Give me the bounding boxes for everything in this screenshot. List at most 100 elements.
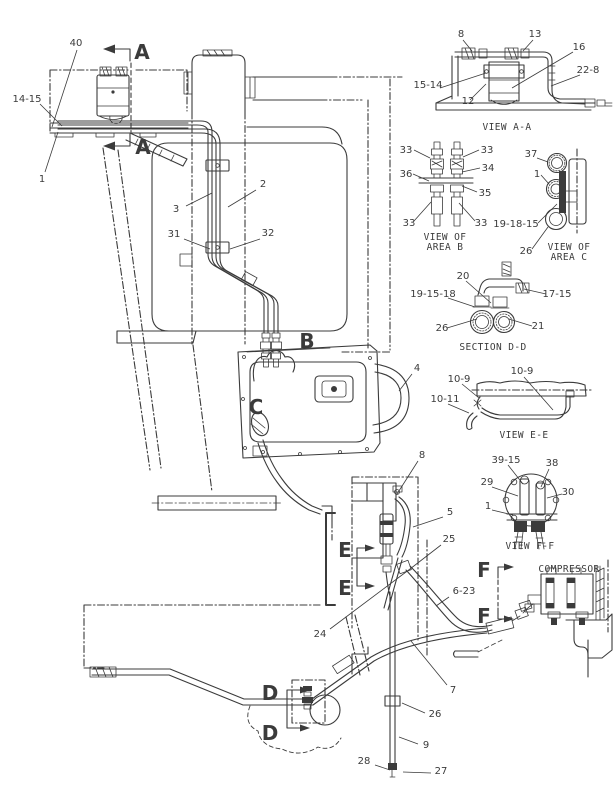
receiver-drier-shelf (49, 66, 189, 167)
section-letter-E: E (338, 538, 352, 562)
callout-view-f-f-39-15: 39-15 (491, 455, 520, 466)
caption-view-of-area-c-1: VIEW OF (548, 242, 591, 253)
console-switch (314, 375, 354, 403)
console (237, 344, 410, 459)
view-f-f-inset (491, 464, 563, 550)
e-assembly (345, 476, 428, 676)
section-letter-C: C (249, 395, 264, 419)
callout-view-a-a-22-8: 22-8 (577, 65, 600, 76)
callout-main-14-15: 14-15 (12, 94, 41, 105)
callout-view-of-area-c-19-18-15: 19-18-15 (493, 219, 538, 230)
main-assembly-view (39, 44, 613, 778)
callout-view-e-e-10-9: 10-9 (448, 374, 471, 385)
section-letter-F: F (477, 604, 491, 628)
d-detail (247, 679, 342, 754)
callout-view-of-area-b-33: 33 (475, 218, 488, 229)
compressor (497, 559, 613, 678)
section-letter-D: D (262, 721, 279, 745)
section-letter-E: E (338, 576, 352, 600)
section-a-markers (103, 44, 132, 151)
console-handle (372, 363, 410, 434)
section-letter-D: D (262, 681, 279, 705)
callout-view-of-area-b-33: 33 (481, 145, 494, 156)
callout-view-e-e-10-9: 10-9 (511, 366, 534, 377)
section-letter-A: A (135, 135, 151, 159)
receiver-drier-canister (96, 74, 130, 117)
caption-compressor: COMPRESSOR (538, 564, 599, 575)
callout-main-24: 24 (314, 629, 327, 640)
callout-view-f-f-1: 1 (485, 501, 491, 512)
caption-view-of-area-c-2: AREA C (551, 252, 588, 263)
section-d-d-inset (446, 261, 547, 335)
callout-section-d-d-26: 26 (436, 323, 449, 334)
callout-view-a-a-8: 8 (458, 29, 464, 40)
caption-view-of-area-b-2: AREA B (427, 242, 464, 253)
callout-section-d-d-21: 21 (532, 321, 545, 332)
compressor-hose (405, 565, 535, 658)
callout-main-25: 25 (443, 534, 456, 545)
callout-view-of-area-c-37: 37 (525, 149, 538, 160)
section-arrow-f-icon (504, 563, 514, 623)
cab-outline (102, 142, 348, 511)
callout-view-f-f-30: 30 (562, 487, 575, 498)
callout-main-5: 5 (447, 507, 453, 518)
view-a-a-inset (435, 39, 613, 111)
section-letter-F: F (477, 558, 491, 582)
compressor-bracket (565, 613, 613, 659)
callout-main-27: 27 (435, 766, 448, 777)
callout-main-32: 32 (262, 228, 275, 239)
callout-main-7: 7 (450, 685, 456, 696)
area-c-hose (250, 411, 333, 541)
section-arrow-e-icon (365, 544, 375, 590)
callout-section-d-d-17-15: 17-15 (542, 289, 571, 300)
drain-hose (384, 591, 401, 778)
drier-canister-view (488, 61, 520, 102)
leader-lines-main (39, 49, 450, 774)
view-e-e-inset (447, 376, 592, 431)
callout-view-a-a-15-14: 15-14 (413, 80, 442, 91)
refrigerant-tubes (57, 120, 279, 334)
callout-view-a-a-16: 16 (573, 42, 586, 53)
section-letter-A: A (134, 40, 150, 64)
callout-view-of-area-c-1: 1 (534, 169, 540, 180)
section-arrow-d-icon (300, 686, 310, 732)
callout-main-31: 31 (168, 229, 181, 240)
callout-section-d-d-19-15-18: 19-15-18 (410, 289, 455, 300)
callout-view-a-a-12: 12 (462, 96, 475, 107)
callout-main-6-23: 6-23 (453, 586, 476, 597)
lower-frame (83, 512, 336, 669)
caption-section-d-d: SECTION D-D (459, 342, 526, 353)
callout-view-f-f-29: 29 (481, 477, 494, 488)
callout-main-40: 40 (70, 38, 83, 49)
callout-view-of-area-c-26: 26 (520, 246, 533, 257)
callout-main-3: 3 (173, 204, 179, 215)
callout-section-d-d-20: 20 (457, 271, 470, 282)
caption-view-a-a: VIEW A-A (483, 122, 532, 133)
callout-main-8: 8 (419, 450, 425, 461)
callout-view-of-area-b-33: 33 (403, 218, 416, 229)
callout-main-26: 26 (429, 709, 442, 720)
callout-view-a-a-13: 13 (529, 29, 542, 40)
quick-coupler (396, 559, 412, 575)
section-letter-B: B (299, 329, 314, 353)
view-of-area-c-inset (531, 148, 587, 250)
callout-view-of-area-b-34: 34 (482, 163, 495, 174)
callout-view-e-e-10-11: 10-11 (430, 394, 459, 405)
caption-view-e-e: VIEW E-E (500, 430, 549, 441)
callout-view-f-f-38: 38 (546, 458, 559, 469)
callout-main-2: 2 (260, 179, 266, 190)
area-b-fittings (252, 332, 296, 382)
callout-main-1: 1 (39, 174, 45, 185)
tube-clamp-lower (205, 241, 230, 254)
caption-view-f-f: VIEW F-F (506, 541, 555, 552)
callout-view-of-area-b-35: 35 (479, 188, 492, 199)
hose-clamp (384, 695, 401, 707)
callout-main-9: 9 (423, 740, 429, 751)
callout-main-4: 4 (414, 363, 420, 374)
callout-view-of-area-b-36: 36 (400, 169, 413, 180)
section-arrow-a-icon (103, 44, 115, 151)
tube-clamp-upper (205, 159, 230, 172)
